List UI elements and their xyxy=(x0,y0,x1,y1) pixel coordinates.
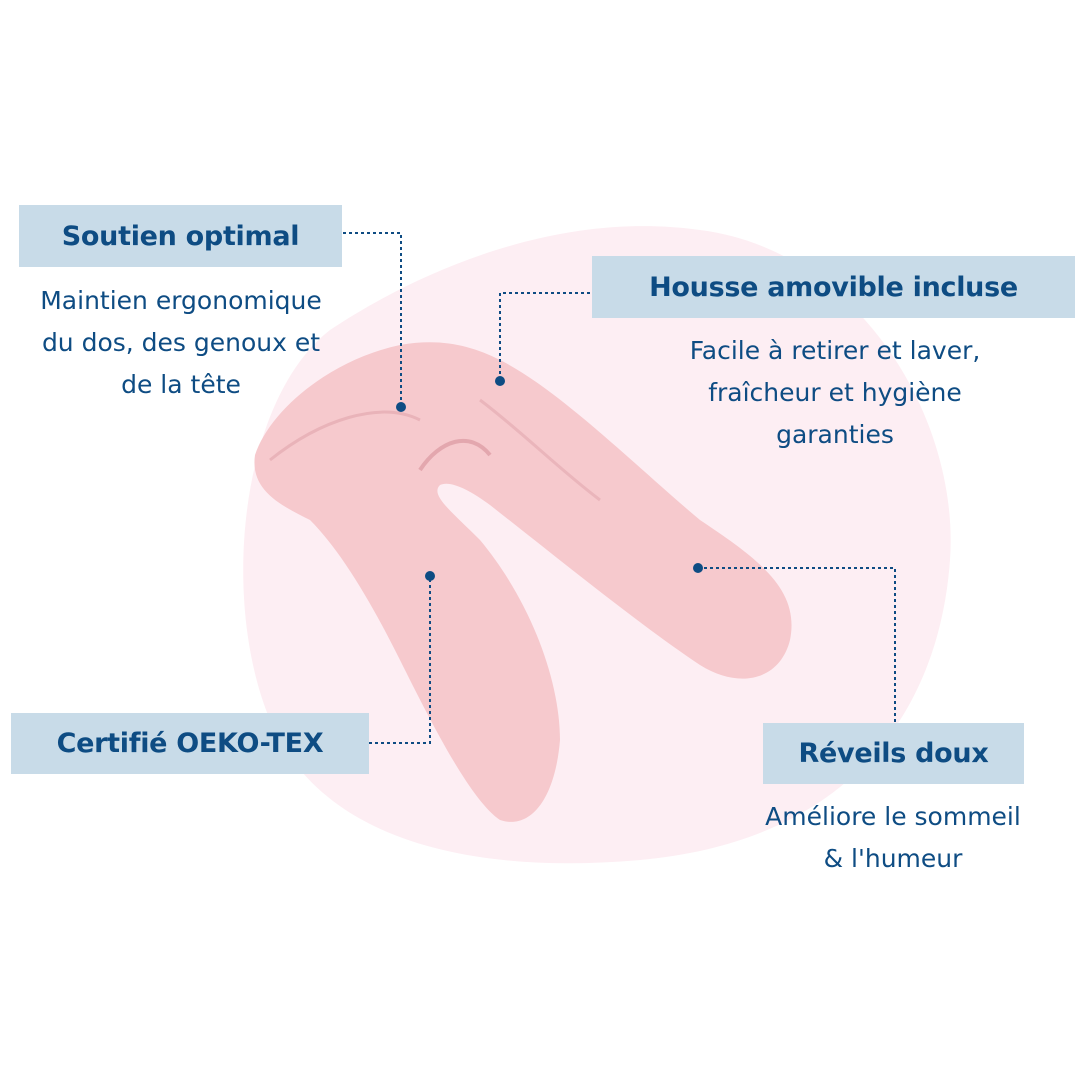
feature-description-housse: Facile à retirer et laver, fraîcheur et … xyxy=(620,330,1050,456)
feature-title-reveils: Réveils doux xyxy=(763,723,1024,784)
description-line: Facile à retirer et laver, xyxy=(689,336,981,365)
connector-dots xyxy=(396,376,703,581)
description-line: de la tête xyxy=(121,370,241,399)
feature-title-oekotex: Certifié OEKO-TEX xyxy=(11,713,369,774)
feature-description-soutien: Maintien ergonomique du dos, des genoux … xyxy=(0,280,362,406)
feature-description-reveils: Améliore le sommeil & l'humeur xyxy=(720,796,1066,880)
feature-title-soutien: Soutien optimal xyxy=(19,205,342,267)
description-line: Maintien ergonomique xyxy=(40,286,322,315)
description-line: garanties xyxy=(776,420,894,449)
feature-title-housse: Housse amovible incluse xyxy=(592,256,1075,318)
description-line: fraîcheur et hygiène xyxy=(708,378,962,407)
description-line: Améliore le sommeil xyxy=(765,802,1021,831)
pregnancy-pillow-image xyxy=(254,342,792,822)
description-line: & l'humeur xyxy=(823,844,963,873)
connector-lines xyxy=(343,232,896,744)
description-line: du dos, des genoux et xyxy=(41,328,321,357)
